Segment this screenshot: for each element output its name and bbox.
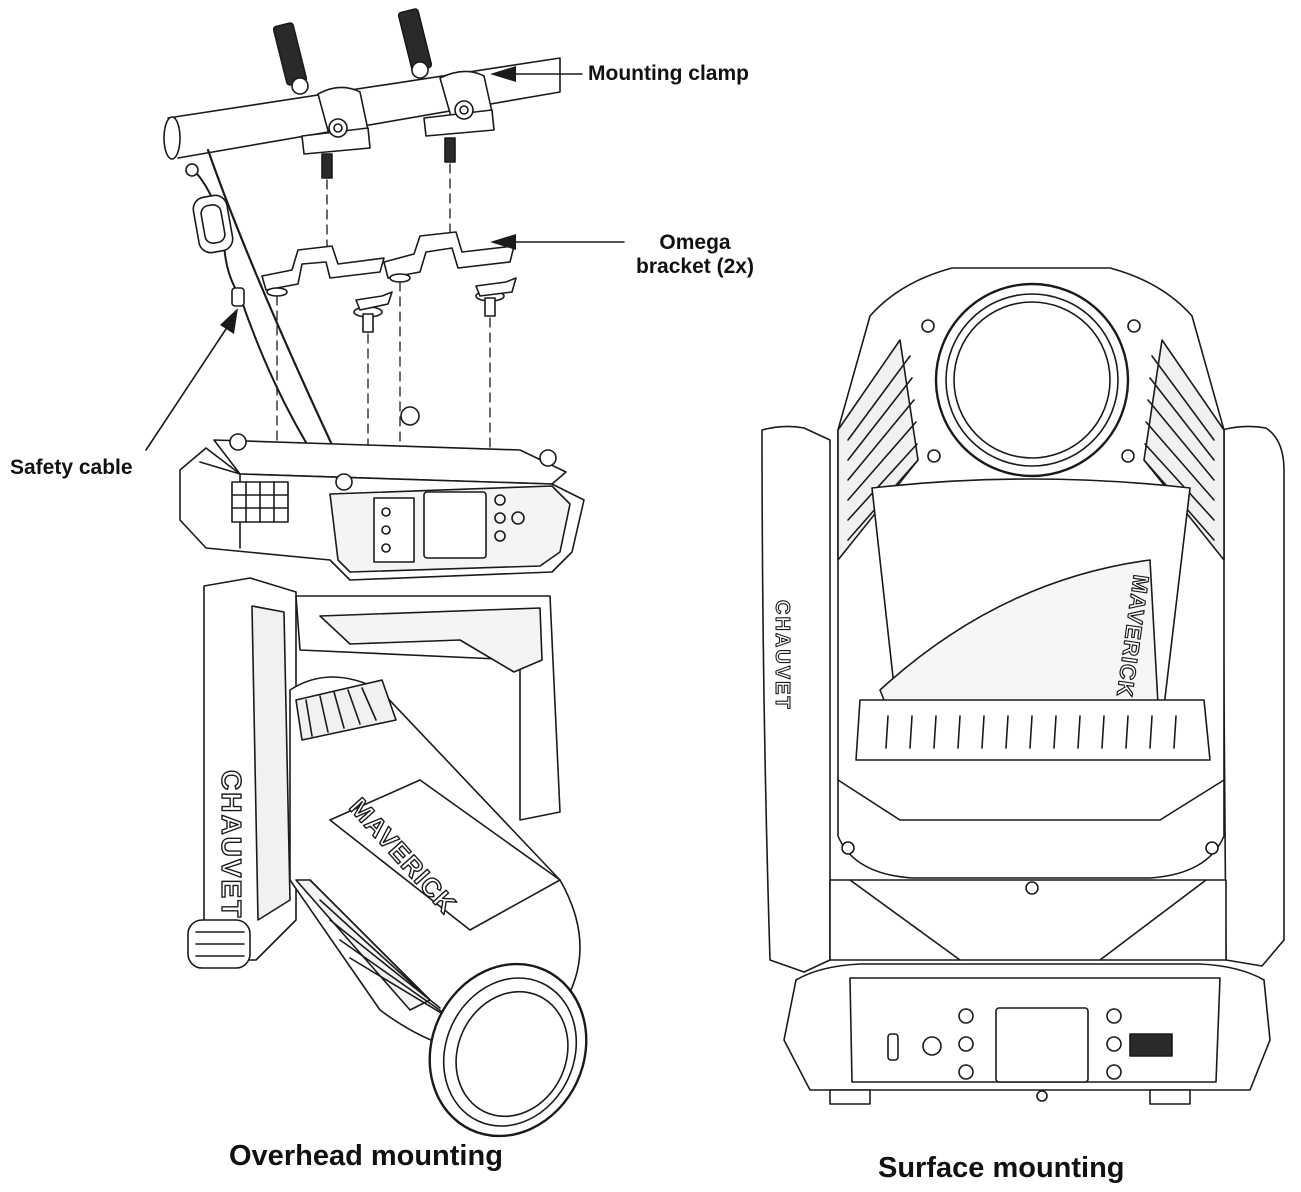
surface-fixture-yoke [761, 425, 1285, 973]
overhead-fixture-head [289, 676, 588, 1138]
omega-bracket-label: Omega bracket (2x) [630, 231, 760, 278]
arm-brand-marking: CHAUVET [216, 770, 247, 919]
overhead-mounting-caption: Overhead mounting [229, 1140, 503, 1172]
safety-cable [185, 148, 342, 464]
mounting-clamp-label: Mounting clamp [588, 62, 749, 85]
mounting-clamp-left [272, 22, 371, 179]
surface-fixture-base [783, 963, 1271, 1105]
alignment-guides [276, 163, 491, 471]
surface-mounting-caption: Surface mounting [878, 1152, 1125, 1184]
safety-cable-arrow [145, 308, 238, 451]
omega-bracket-label-line2: bracket (2x) [636, 254, 754, 278]
omega-bracket-left [261, 245, 393, 333]
surface-fixture-head [837, 267, 1225, 879]
mounting-clamp-right [397, 8, 495, 163]
surface-arm-brand-marking: CHAUVET [771, 600, 793, 711]
omega-bracket-right [383, 231, 517, 317]
omega-bracket-arrow [490, 234, 625, 250]
overhead-fixture-base [179, 406, 585, 581]
overhead-fixture-yoke [187, 577, 561, 969]
mounting-clamp-arrow [490, 66, 583, 82]
omega-bracket-label-line1: Omega [659, 231, 731, 254]
safety-cable-label: Safety cable [10, 456, 133, 479]
